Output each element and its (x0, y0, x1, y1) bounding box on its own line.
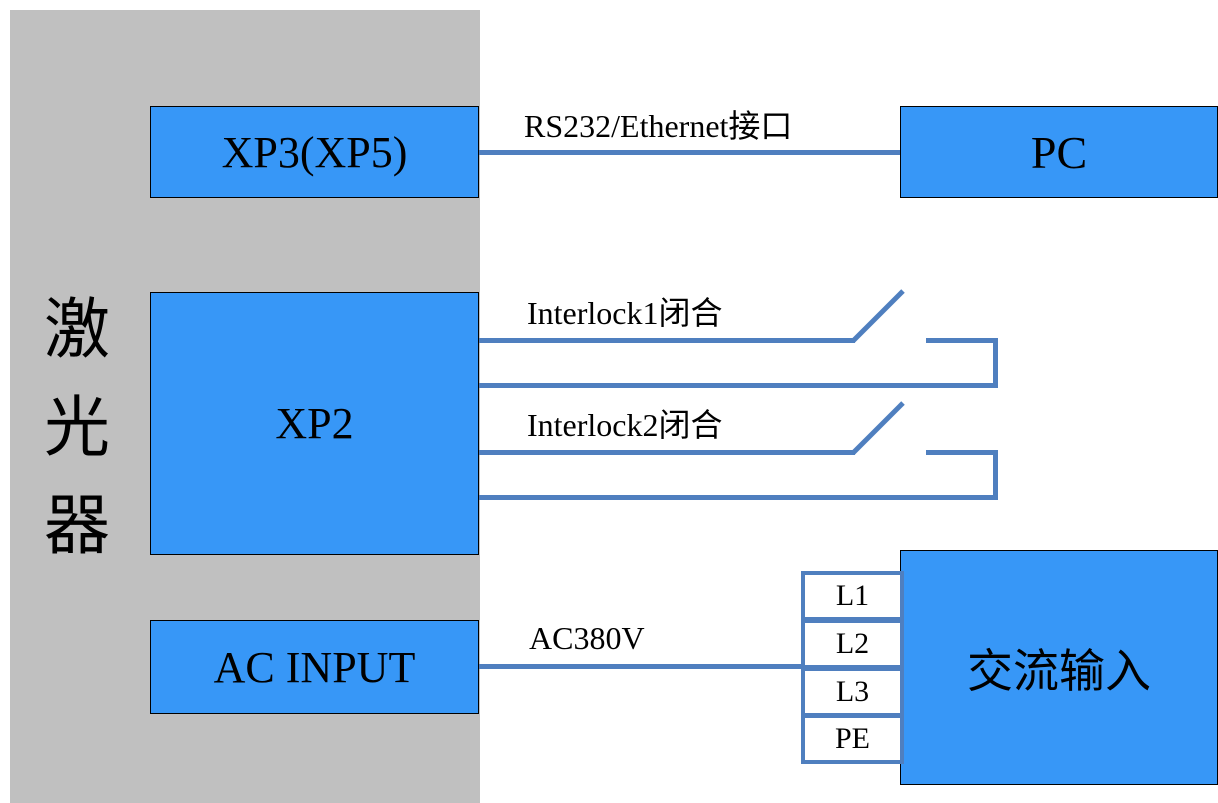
interlock2-wire-return (993, 450, 998, 500)
interlock2-wire-top-right (926, 450, 998, 455)
ac-input-block: AC INPUT (150, 620, 479, 714)
interlock1-switch-blade (851, 289, 905, 343)
ac-input-label: AC INPUT (213, 642, 416, 692)
ac380-wire (479, 664, 806, 669)
terminal-l1-label: L1 (835, 579, 870, 612)
laser-label-char-1: 激 (44, 294, 110, 367)
rs232-wire (479, 150, 900, 155)
interlock2-label: Interlock2闭合 (527, 407, 723, 443)
terminal-l1: L1 (801, 571, 904, 621)
interlock1-wire-return (993, 338, 998, 388)
interlock1-label: Interlock1闭合 (527, 295, 723, 331)
interlock1-wire-top-right (926, 338, 998, 343)
pc-block: PC (900, 106, 1218, 198)
terminal-l3: L3 (801, 667, 904, 717)
terminal-l2: L2 (801, 619, 904, 669)
terminal-pe-label: PE (834, 722, 870, 755)
ac380-label: AC380V (529, 620, 645, 656)
interlock2-switch-blade (851, 401, 905, 455)
xp3-label: XP3(XP5) (221, 127, 408, 177)
terminal-l3-label: L3 (835, 675, 870, 708)
xp2-label: XP2 (275, 399, 354, 448)
xp3-block: XP3(XP5) (150, 106, 479, 198)
interlock1-wire-top-left (479, 338, 855, 343)
laser-label-char-3: 器 (44, 490, 110, 563)
terminal-l2-label: L2 (835, 627, 870, 660)
laser-label: 激 光 器 (32, 282, 122, 576)
rs232-label: RS232/Ethernet接口 (524, 108, 793, 144)
xp2-block: XP2 (150, 292, 479, 555)
interlock1-wire-bottom (479, 383, 998, 388)
pc-label: PC (1030, 126, 1088, 178)
laser-label-char-2: 光 (44, 392, 110, 465)
interlock2-wire-top-left (479, 450, 855, 455)
interlock2-wire-bottom (479, 495, 998, 500)
ac-supply-label: 交流输入 (967, 645, 1151, 697)
terminal-pe: PE (801, 714, 904, 764)
